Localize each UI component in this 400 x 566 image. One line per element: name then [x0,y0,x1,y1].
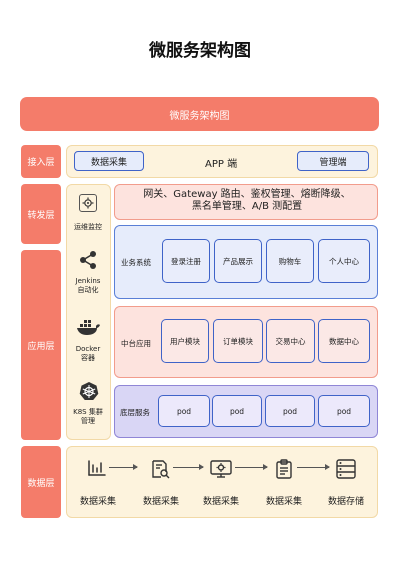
middle-card-order[interactable]: 订单模块 [213,319,263,363]
base-label: 底层服务 [120,408,150,417]
business-card-login[interactable]: 登录注册 [162,239,210,283]
flow-arrow-1 [109,464,138,470]
document-search-icon [150,459,170,483]
layer-app-label: 应用层 [21,250,61,440]
middle-card-data[interactable]: 数据中心 [318,319,370,363]
sidebar-item-docker-label: Docker 容器 [75,345,101,362]
app-end-label: APP 端 [205,159,238,170]
k8s-helm-icon [79,381,99,401]
sidebar-item-monitor-label: 运维监控 [74,223,102,231]
middle-label: 中台应用 [121,339,151,348]
base-card-pod-1[interactable]: pod [158,395,210,427]
jenkins-share-icon [77,250,99,270]
chart-bars-icon [87,459,107,481]
sidebar-item-k8s-label: K8S 集群 管理 [73,408,103,425]
flow-arrow-2 [173,464,204,470]
gateway-line-2: 黑名单管理、A/B 测配置 [191,201,303,212]
business-card-profile[interactable]: 个人中心 [318,239,370,283]
layer-access-label: 接入层 [21,145,61,178]
clipboard-list-icon [275,459,293,483]
business-card-cart[interactable]: 购物车 [266,239,314,283]
base-card-pod-2[interactable]: pod [212,395,262,427]
admin-end-button[interactable]: 管理端 [297,151,369,171]
base-card-pod-3[interactable]: pod [265,395,315,427]
screen-gear-icon [210,459,232,483]
gateway-text: 网关、Gateway 路由、鉴权管理、熔断降级、 黑名单管理、A/B 测配置 [118,189,376,213]
business-label: 业务系统 [121,258,151,267]
flow-arrow-3 [235,464,268,470]
base-card-pod-4[interactable]: pod [318,395,370,427]
gateway-line-1: 网关、Gateway 路由、鉴权管理、熔断降级、 [143,189,351,200]
page-title: 微服务架构图 [149,41,251,61]
middle-card-user[interactable]: 用户模块 [161,319,209,363]
gateway-panel [114,184,378,220]
data-flow-label-3: 数据采集 [202,497,239,507]
data-flow-label-4: 数据采集 [265,497,302,507]
data-flow-label-2: 数据采集 [142,497,179,507]
layer-data-label: 数据层 [21,446,61,518]
data-panel [66,446,378,518]
layer-forward-label: 转发层 [21,184,61,244]
data-flow-label-5: 数据存储 [327,497,364,507]
gear-monitor-icon [79,194,97,212]
business-card-product[interactable]: 产品展示 [214,239,262,283]
banner: 微服务架构图 [20,97,379,131]
data-flow-label-1: 数据采集 [79,497,116,507]
middle-card-trade[interactable]: 交易中心 [266,319,315,363]
database-list-icon [336,459,356,483]
sidebar-item-jenkins-label: Jenkins 自动化 [75,277,101,294]
data-collect-button[interactable]: 数据采集 [74,151,144,171]
docker-icon [75,318,101,336]
flow-arrow-4 [297,464,330,470]
